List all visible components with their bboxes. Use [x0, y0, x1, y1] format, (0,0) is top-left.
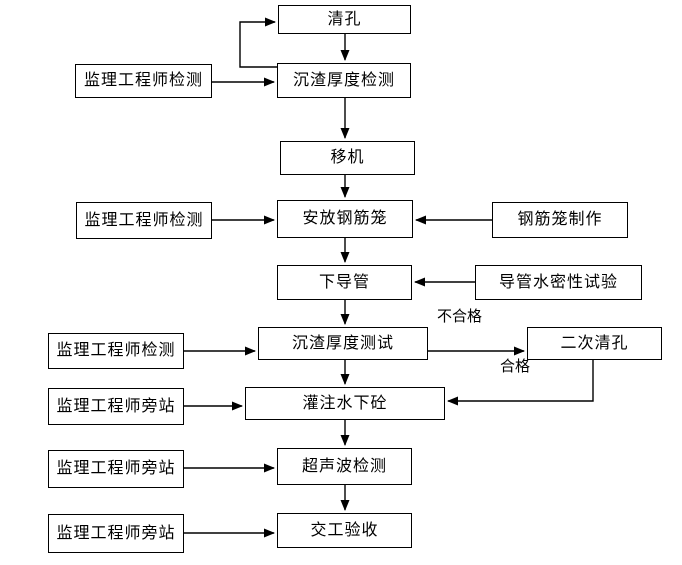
node-supervisor-inspection-1: 监理工程师检测	[75, 64, 212, 98]
edge-label-unqualified: 不合格	[437, 308, 483, 325]
node-supervisor-witness-2: 监理工程师旁站	[48, 450, 184, 488]
node-rig-relocation: 移机	[280, 141, 415, 175]
node-rebar-cage-fabrication: 钢筋笼制作	[492, 202, 628, 238]
node-underwater-concrete-pouring: 灌注水下砼	[245, 387, 445, 420]
node-hole-cleaning: 清孔	[278, 5, 411, 34]
node-supervisor-witness-3: 监理工程师旁站	[48, 514, 184, 553]
node-supervisor-inspection-3: 监理工程师检测	[48, 333, 184, 369]
node-supervisor-witness-1: 监理工程师旁站	[48, 388, 184, 425]
node-handover-acceptance: 交工验收	[277, 513, 412, 548]
node-pipe-watertight-test: 导管水密性试验	[475, 265, 642, 300]
node-lower-tremie-pipe: 下导管	[277, 265, 412, 300]
node-secondary-hole-cleaning: 二次清孔	[527, 327, 662, 360]
edge-label-qualified: 合格	[500, 358, 531, 375]
node-ultrasonic-testing: 超声波检测	[277, 448, 412, 485]
node-supervisor-inspection-2: 监理工程师检测	[76, 202, 212, 239]
node-place-rebar-cage: 安放钢筋笼	[277, 200, 413, 238]
node-sediment-thickness-inspection: 沉渣厚度检测	[277, 63, 411, 98]
node-sediment-thickness-test: 沉渣厚度测试	[258, 327, 428, 360]
